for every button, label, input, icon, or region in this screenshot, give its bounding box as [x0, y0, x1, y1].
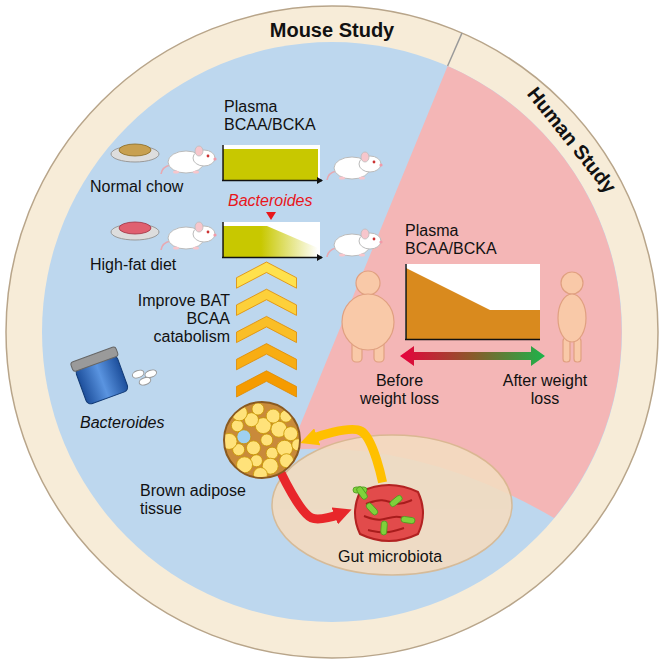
cycle-arrow	[281, 473, 338, 519]
study-region: Mouse StudyPlasma BCAA/BCKA BacteroidesBr…	[40, 12, 463, 642]
chevron	[237, 344, 297, 370]
chart-box: Plasma BCAA/BCKA	[400, 220, 545, 342]
study-region: Human StudyPlasma BCAA/BCKA	[290, 20, 630, 570]
chart-box: Bacteroides	[222, 192, 328, 260]
node-label: Brown adipose tissue	[140, 482, 258, 518]
shape-drawing	[222, 222, 320, 258]
shape-drawing	[352, 482, 426, 544]
chart-plot	[405, 264, 540, 340]
tissue-node: Brown adipose tissue	[130, 395, 305, 520]
person-before	[342, 271, 394, 362]
annotation-label: After weight loss	[502, 372, 588, 408]
connector-path	[314, 429, 383, 482]
region-title: Mouse Study	[247, 18, 417, 42]
node-label: Plasma BCAA/BCKA	[405, 222, 515, 258]
chart-plot	[222, 145, 320, 181]
outer-ring	[6, 6, 658, 658]
chart-box: Plasma BCAA/BCKA	[222, 96, 328, 182]
node-label: Bacteroides	[228, 192, 328, 210]
tissue-node: Gut microbiota	[330, 480, 463, 570]
rats	[161, 146, 383, 257]
ring-divider	[448, 33, 462, 66]
chevron	[237, 262, 297, 288]
annotation-label: Bacteroides	[80, 414, 180, 432]
chevron-arrow	[237, 262, 297, 397]
cycle-arrow	[314, 429, 383, 482]
annotation-label: Before weight loss	[352, 372, 447, 408]
node-label: Plasma BCAA/BCKA	[224, 98, 328, 134]
node-label: Gut microbiota	[338, 548, 463, 566]
mouse-body	[272, 435, 512, 575]
connector-path	[281, 473, 338, 519]
chevron	[237, 371, 297, 397]
edge-label: Improve BAT BCAA catabolism	[128, 292, 230, 346]
gut-shape	[352, 482, 426, 544]
chevron	[237, 289, 297, 315]
mouse-study-region	[42, 42, 622, 622]
shape-drawing	[222, 145, 320, 181]
food-plates	[111, 144, 159, 240]
annotation-label: High-fat diet	[90, 256, 200, 274]
chart-plot	[222, 222, 320, 258]
brown-adipose-shape	[224, 402, 300, 478]
shape-drawing	[405, 264, 540, 340]
annotation-label: Normal chow	[90, 178, 200, 196]
region-title: Human Study	[516, 74, 628, 206]
pill-bottle	[70, 336, 159, 406]
shape-drawing	[224, 402, 300, 478]
red-marker	[266, 212, 276, 220]
person-after	[558, 272, 586, 362]
chevron	[237, 316, 297, 342]
weight-loss-arrow	[400, 346, 545, 366]
